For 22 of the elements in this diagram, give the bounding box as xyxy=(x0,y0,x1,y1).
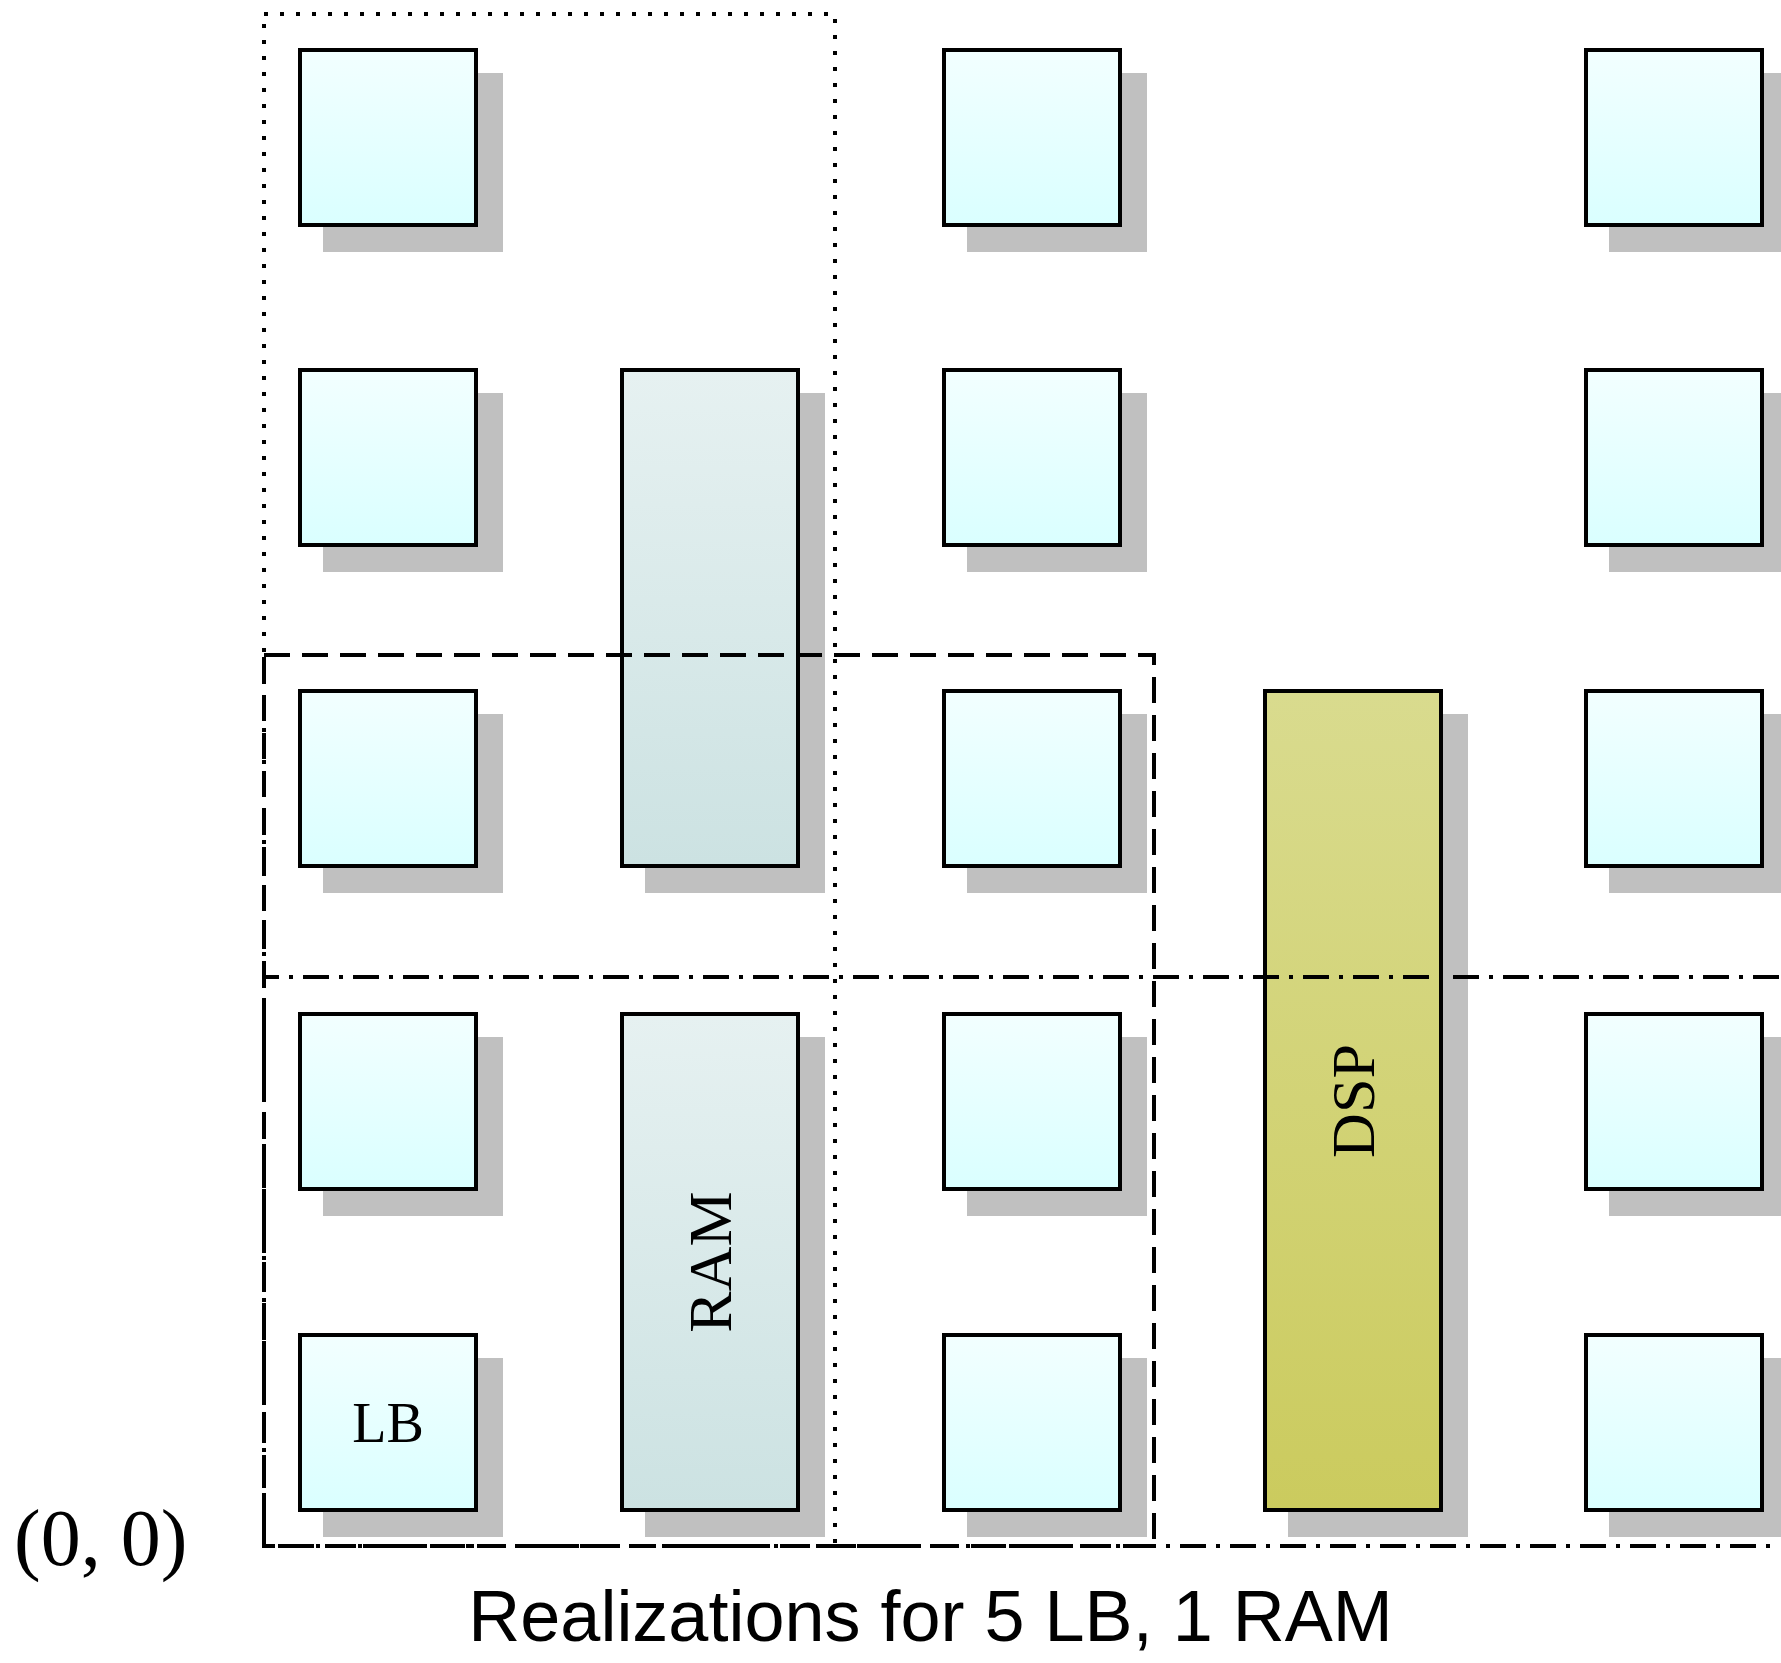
block-label: RAM xyxy=(679,1191,741,1333)
ram-block xyxy=(620,1012,800,1512)
empty-block xyxy=(1584,1333,1764,1512)
logic-block xyxy=(298,1333,478,1512)
empty-block xyxy=(1584,368,1764,547)
empty-block xyxy=(1584,1012,1764,1191)
empty-block xyxy=(298,368,478,547)
empty-block xyxy=(942,1012,1122,1191)
empty-block xyxy=(620,368,800,868)
empty-block xyxy=(298,48,478,227)
dsp-block xyxy=(1263,689,1443,1512)
caption: Realizations for 5 LB, 1 RAM xyxy=(467,1580,1394,1652)
empty-block xyxy=(942,368,1122,547)
empty-block xyxy=(298,1012,478,1191)
empty-block xyxy=(942,48,1122,227)
empty-block xyxy=(942,689,1122,868)
block-label: DSP xyxy=(1322,1043,1384,1158)
empty-block xyxy=(298,689,478,868)
empty-block xyxy=(1584,48,1764,227)
empty-block xyxy=(942,1333,1122,1512)
empty-block xyxy=(1584,689,1764,868)
block-label: LB xyxy=(352,1394,424,1451)
